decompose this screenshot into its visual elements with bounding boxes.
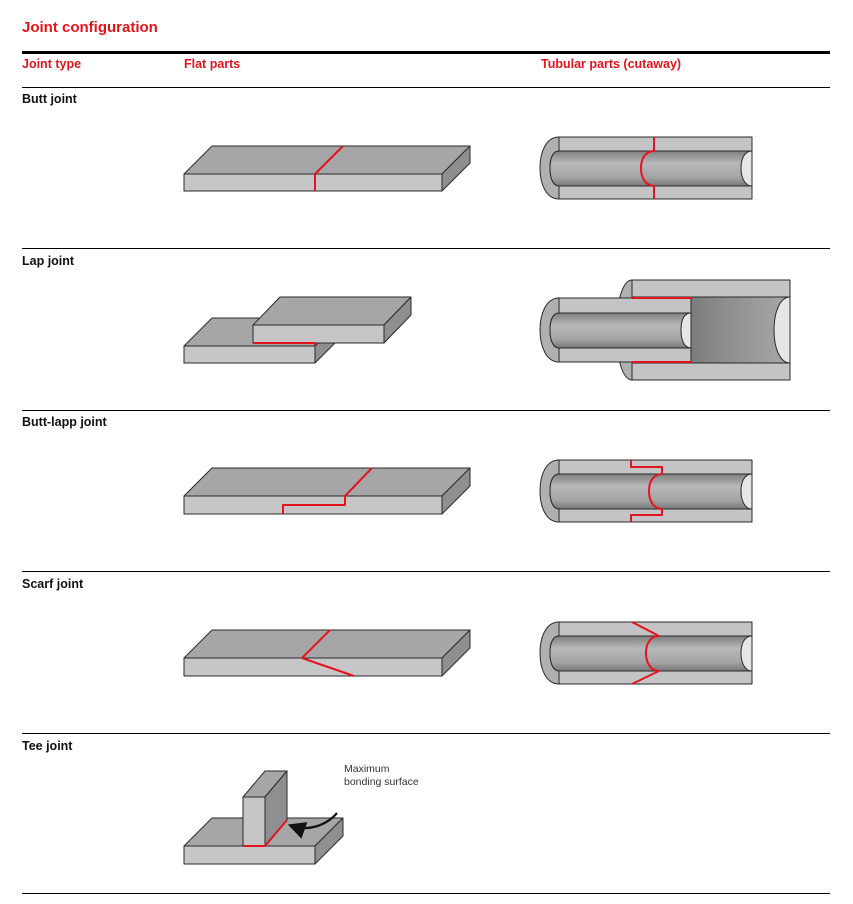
row-divider (22, 733, 830, 734)
bonding-surface-annotation: Maximum bonding surface (344, 763, 419, 789)
row-divider (22, 571, 830, 572)
scarf-joint-tube-diagram (539, 621, 753, 685)
row-label-scarf-joint: Scarf joint (22, 577, 84, 591)
annotation-line-1: Maximum (344, 763, 390, 775)
lap-joint-tube-diagram (539, 279, 791, 381)
top-rule (22, 51, 830, 54)
row-label-butt-lapp-joint: Butt-lapp joint (22, 415, 107, 429)
row-label-lap-joint: Lap joint (22, 254, 75, 268)
bottom-rule (22, 893, 830, 894)
scarf-joint-flat-diagram (183, 629, 471, 677)
page-title: Joint configuration (22, 19, 158, 36)
row-label-tee-joint: Tee joint (22, 739, 73, 753)
butt-joint-flat-diagram (183, 145, 471, 192)
butt-joint-tube-diagram (539, 136, 753, 200)
header-rule (22, 87, 830, 88)
column-header-tubular-parts: Tubular parts (cutaway) (541, 57, 682, 71)
tee-joint-flat-diagram (183, 770, 344, 865)
butt-lapp-joint-flat-diagram (183, 467, 471, 515)
column-header-joint-type: Joint type (22, 57, 82, 71)
row-label-butt-joint: Butt joint (22, 92, 77, 106)
column-header-flat-parts: Flat parts (184, 57, 241, 71)
lap-joint-flat-diagram (183, 296, 412, 364)
row-divider (22, 410, 830, 411)
butt-lapp-joint-tube-diagram (539, 459, 753, 523)
bonding-surface-arrow (287, 812, 338, 839)
annotation-line-2: bonding surface (344, 776, 419, 788)
row-divider (22, 248, 830, 249)
